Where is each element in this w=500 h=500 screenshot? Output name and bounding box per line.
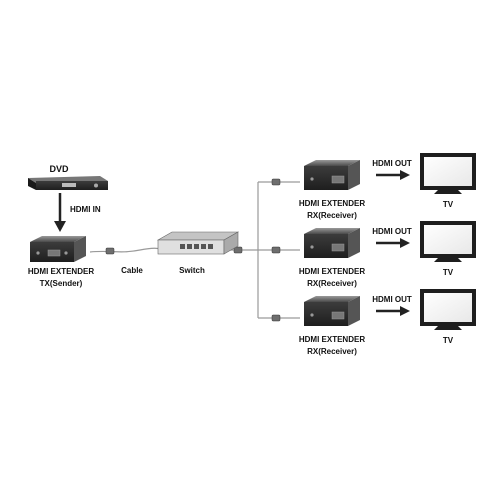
network-switch [156,231,240,255]
rx-extender-1 [304,160,360,190]
tv-label-3: TV [443,336,454,345]
hdmi-in-label: HDMI IN [70,205,101,214]
dvd-display [62,183,76,187]
plug-rx-1 [271,178,281,186]
tx-label-line1: HDMI EXTENDER [28,267,94,276]
hdmi-out-arrow-1 [376,170,410,180]
hdmi-out-arrow-3 [376,306,410,316]
plug-rx-3 [271,314,281,322]
dvd-front [28,178,36,190]
dvd-player [28,176,108,190]
tv-1 [420,153,476,194]
rx2-label-line2: RX(Receiver) [307,279,357,288]
tv-label-2: TV [443,268,454,277]
rx1-label-line2: RX(Receiver) [307,211,357,220]
plug-tx [105,247,115,255]
tx-label-line2: TX(Sender) [40,279,83,288]
dvd-label: DVD [49,164,69,174]
hdmi-out-label-2: HDMI OUT [372,227,412,236]
tv-label-1: TV [443,200,454,209]
rx-extender-2 [304,228,360,258]
dvd-knob [94,183,98,188]
cable-label: Cable [121,266,143,275]
hdmi-out-arrow-2 [376,238,410,248]
tv-2 [420,221,476,262]
plug-switch-out [233,246,243,254]
hdmi-out-label-3: HDMI OUT [372,295,412,304]
rx1-label-line1: HDMI EXTENDER [299,199,365,208]
tv-3 [420,289,476,330]
switch-label: Switch [179,266,205,275]
tx-extender [30,236,86,262]
rx3-label-line1: HDMI EXTENDER [299,335,365,344]
hdmi-in-arrow [54,193,66,232]
rx-extender-3 [304,296,360,326]
rx3-label-line2: RX(Receiver) [307,347,357,356]
hdmi-out-label-1: HDMI OUT [372,159,412,168]
plug-rx-2 [271,246,281,254]
rx2-label-line1: HDMI EXTENDER [299,267,365,276]
